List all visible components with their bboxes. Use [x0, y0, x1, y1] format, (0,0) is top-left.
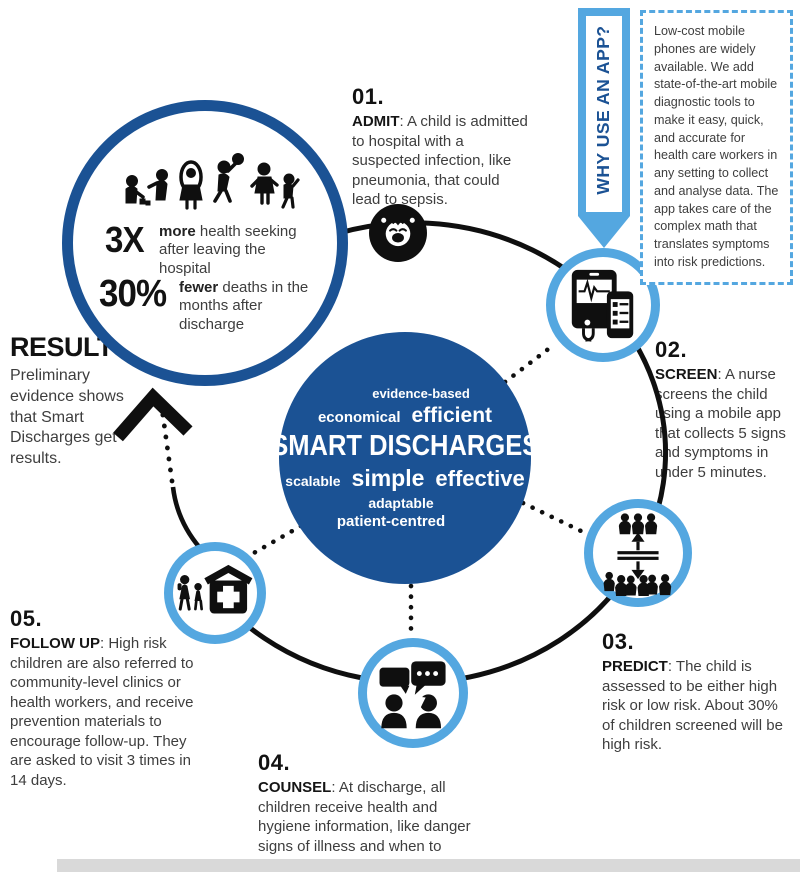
- step-admit-text: 01. ADMIT: A child is admitted to hospit…: [352, 84, 530, 210]
- word-patient-centred: patient-centred: [336, 513, 446, 530]
- stat-30pct-text: fewer deaths in the months after dischar…: [179, 279, 309, 333]
- results-body: Preliminary evidence shows that Smart Di…: [10, 367, 124, 468]
- results-circle: 3X more health seeking after leaving the…: [62, 100, 348, 386]
- spoke-predict-dotted: [520, 500, 584, 534]
- spoke-screen-dotted: [502, 344, 554, 385]
- results-arrow-curve: [170, 486, 202, 550]
- admit-step-circle: [369, 204, 427, 262]
- word-adaptable: adaptable: [368, 495, 434, 511]
- step-counsel-number: 04.: [258, 750, 291, 775]
- results-arrow-head: [113, 387, 193, 442]
- word-effective: effective: [435, 466, 525, 491]
- risk-triage-icon: [603, 513, 672, 596]
- step-predict-number: 03.: [602, 629, 635, 654]
- step-predict-text: 03. PREDICT: The child is assessed to be…: [602, 629, 794, 755]
- why-app-banner-ribbon: [578, 8, 630, 248]
- step-follow-up-number: 05.: [10, 606, 43, 631]
- word-evidence-based: evidence-based: [372, 386, 470, 401]
- stat-3x-text: more health seeking after leaving the ho…: [159, 223, 297, 277]
- follow-up-step-circle: [164, 542, 266, 644]
- word-efficient: efficient: [411, 404, 493, 427]
- counsel-step-circle: [358, 638, 468, 748]
- results-arrow-dotted: [159, 406, 175, 484]
- why-app-banner-label: WHY USE AN APP?: [593, 25, 613, 195]
- predict-step-circle: [584, 499, 692, 607]
- why-app-callout-text: Low-cost mobile phones are widely availa…: [654, 24, 779, 269]
- screen-step-circle: [546, 248, 660, 362]
- stat-3x-value: 3X: [105, 219, 145, 260]
- mobile-devices-icon: [571, 269, 634, 342]
- word-scalable: scalable: [285, 473, 341, 489]
- word-title: SMART DISCHARGES: [271, 430, 539, 462]
- smart-discharges-circle: evidence-based economical efficient SMAR…: [271, 332, 539, 584]
- step-screen-number: 02.: [655, 337, 688, 362]
- children-playing-icons: [125, 153, 300, 210]
- bottom-edge-strip: [57, 859, 800, 872]
- crying-baby-icon: [381, 217, 415, 247]
- stat-30pct-value: 30%: [99, 273, 167, 315]
- counsel-conversation-icon: [379, 661, 446, 729]
- word-simple: simple: [351, 465, 425, 491]
- why-app-callout-box: Low-cost mobile phones are widely availa…: [640, 10, 793, 285]
- step-admit-number: 01.: [352, 84, 385, 109]
- clinic-visit-icon: [177, 564, 253, 614]
- step-follow-up-text: 05. FOLLOW UP: High risk children are al…: [10, 606, 202, 790]
- spoke-follow-dotted: [249, 523, 304, 557]
- step-screen-text: 02. SCREEN: A nurse screens the child us…: [655, 337, 798, 482]
- word-economical: economical: [317, 409, 401, 426]
